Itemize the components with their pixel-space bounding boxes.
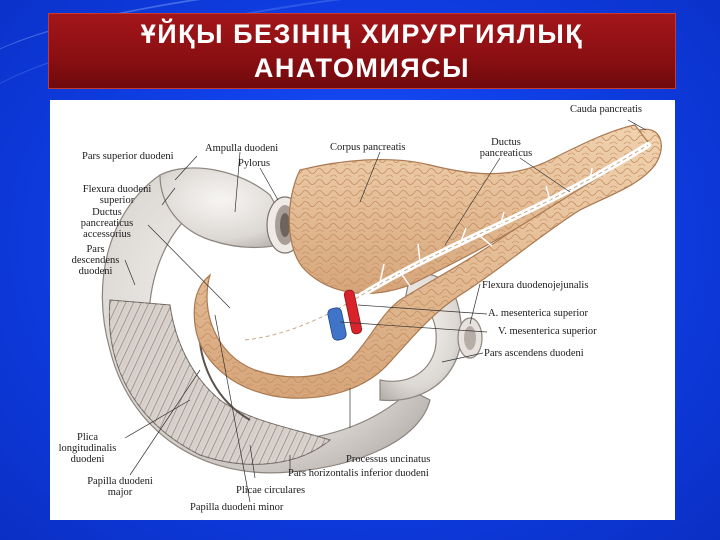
label-pars-descendens-line-1: Pars <box>86 244 105 255</box>
label-papilla-major-line-2: major <box>107 487 133 498</box>
label-papilla-major-line-1: Papilla duodeni <box>87 476 153 487</box>
label-pars-descendens-line-3: duodeni <box>78 266 113 277</box>
label-pars-descendens-duodeni: Pars descendens duodeni <box>58 244 133 277</box>
label-plica-longitudinalis-line-3: duodeni <box>70 454 105 465</box>
label-ductus-pancreaticus-line-2: pancreaticus <box>479 148 533 159</box>
label-plica-longitudinalis-duodeni: Plica longitudinalis duodeni <box>50 432 125 465</box>
label-pars-ascendens-duodeni: Pars ascendens duodeni <box>484 348 584 359</box>
label-flexura-duodenojejunalis: Flexura duodenojejunalis <box>482 280 589 291</box>
label-flexura-duodeni-superior: Flexura duodeni superior <box>62 184 172 206</box>
label-flexura-superior-line-2: superior <box>99 195 135 206</box>
label-ductus-pancreaticus-accessorius: Ductus pancreaticus accessorius <box>62 207 152 240</box>
label-pars-descendens-line-2: descendens <box>71 255 120 266</box>
label-papilla-duodeni-major: Papilla duodeni major <box>70 476 170 498</box>
label-cauda-pancreatis: Cauda pancreatis <box>570 104 643 115</box>
anatomy-illustration: Cauda pancreatis Ampulla duodeni Pylorus… <box>50 100 675 520</box>
label-flexura-superior-line-1: Flexura duodeni <box>82 184 152 195</box>
label-ductus-accessorius-line-2: pancreaticus <box>80 218 134 229</box>
label-plica-longitudinalis-line-1: Plica <box>77 432 98 443</box>
label-ductus-accessorius-line-1: Ductus <box>92 207 122 218</box>
label-corpus-pancreatis: Corpus pancreatis <box>330 142 406 153</box>
label-v-mesenterica-superior: V. mesenterica superior <box>498 326 597 337</box>
label-processus-uncinatus: Processus uncinatus <box>346 454 431 465</box>
label-plica-longitudinalis-line-2: longitudinalis <box>58 443 117 454</box>
slide-title-line-2: АНАТОМИЯСЫ <box>253 53 471 83</box>
slide-title-box: ҰЙҚЫ БЕЗІНІҢ ХИРУРГИЯЛЫҚ АНАТОМИЯСЫ <box>48 13 676 89</box>
label-pars-horizontalis-inferior-duodeni: Pars horizontalis inferior duodeni <box>288 468 429 479</box>
label-pars-superior-duodeni: Pars superior duodeni <box>82 151 174 162</box>
label-ductus-pancreaticus: Ductus pancreaticus <box>466 137 546 159</box>
slide-title-line-1: ҰЙҚЫ БЕЗІНІҢ ХИРУРГИЯЛЫҚ <box>140 19 584 49</box>
pancreas-duodenum-drawing <box>101 119 662 503</box>
label-a-mesenterica-superior: A. mesenterica superior <box>488 308 589 319</box>
label-ductus-pancreaticus-line-1: Ductus <box>491 137 521 148</box>
label-papilla-duodeni-minor: Papilla duodeni minor <box>190 502 284 513</box>
label-ductus-accessorius-line-3: accessorius <box>83 229 131 240</box>
label-plicae-circulares: Plicae circulares <box>236 485 306 496</box>
label-pylorus: Pylorus <box>238 158 271 169</box>
label-ampulla-duodeni: Ampulla duodeni <box>205 143 279 154</box>
